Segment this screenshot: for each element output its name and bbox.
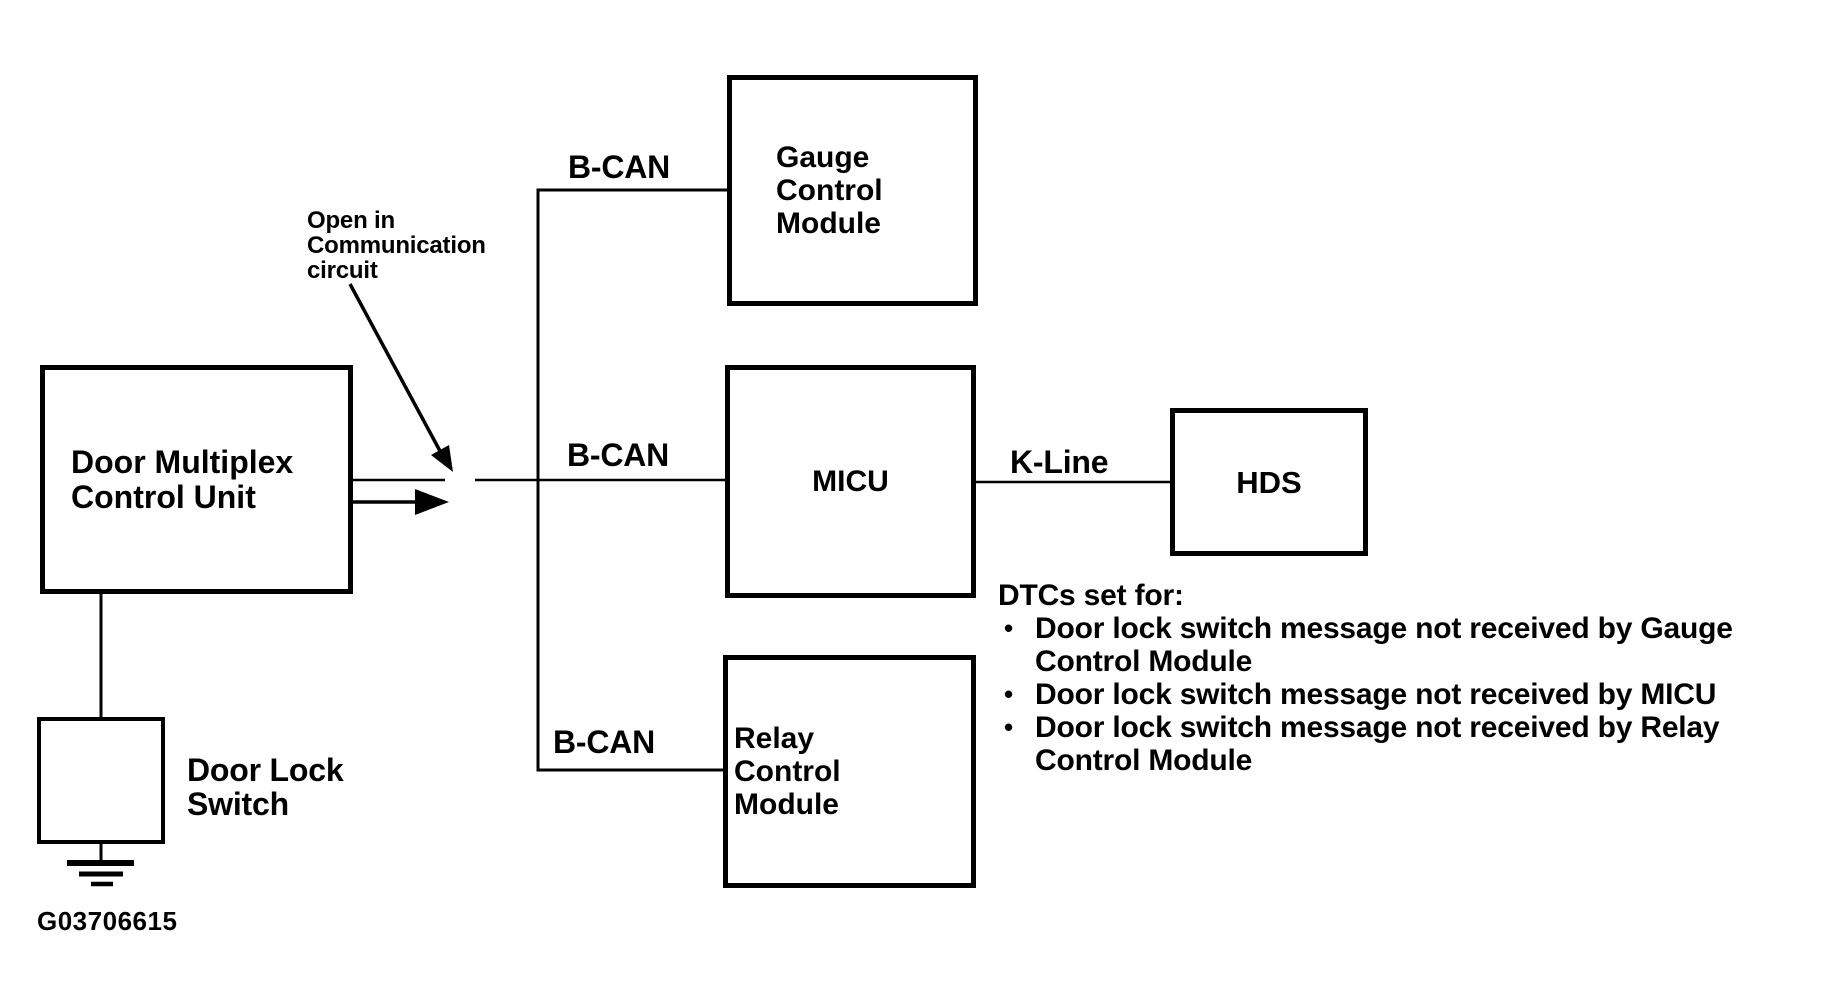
dtc-item-text: Door lock switch message not received by… — [1035, 678, 1716, 711]
door-lock-switch-label: Door Lock Switch — [187, 752, 344, 822]
node-label-line: Control Unit — [71, 478, 256, 515]
bcan-label-gauge: B-CAN — [568, 149, 671, 185]
kline-label: K-Line — [1010, 444, 1109, 480]
dtc-title: DTCs set for: — [998, 579, 1184, 612]
node-hds: HDS — [1170, 408, 1368, 556]
node-label-line: Module — [734, 788, 839, 821]
node-relay-control-module: Relay Control Module — [723, 655, 976, 888]
node-micu: MICU — [725, 365, 976, 598]
open-circuit-annotation: Open in Communication circuit — [307, 208, 486, 283]
bullet-icon: • — [1004, 613, 1013, 643]
node-door-lock-switch — [37, 717, 165, 844]
node-label-line: Gauge — [776, 141, 870, 174]
dtc-item: • Door lock switch message not received … — [998, 678, 1733, 711]
annotation-line: circuit — [307, 257, 378, 284]
dtc-item: • Door lock switch message not received … — [998, 711, 1733, 777]
door-lock-switch-label-line: Door Lock — [187, 752, 344, 788]
node-gauge-control-module: Gauge Control Module — [727, 75, 978, 306]
dtc-item-line: Control Module — [1035, 645, 1253, 678]
dtc-item-line: Door lock switch message not received by… — [1035, 678, 1717, 711]
node-label-line: Door Multiplex — [71, 443, 294, 480]
bullet-icon: • — [1004, 712, 1013, 742]
bcan-label-micu: B-CAN — [567, 437, 670, 473]
node-label-line: Relay — [734, 722, 815, 755]
annotation-line: Communication — [307, 232, 486, 259]
dtc-item-text: Door lock switch message not received by… — [1035, 612, 1733, 678]
bullet-icon: • — [1004, 679, 1013, 709]
node-label-line: MICU — [812, 465, 889, 498]
dtc-item: • Door lock switch message not received … — [998, 612, 1733, 678]
dtc-item-line: Door lock switch message not received by… — [1035, 612, 1733, 645]
output-arrow-head — [415, 489, 449, 515]
dtc-item-line: Door lock switch message not received by… — [1035, 711, 1720, 744]
node-door-multiplex-control-unit: Door Multiplex Control Unit — [40, 365, 353, 594]
dtc-item-line: Control Module — [1035, 744, 1253, 777]
node-label-line: Control — [734, 755, 841, 788]
dtc-item-text: Door lock switch message not received by… — [1035, 711, 1720, 777]
annotation-arrow-head — [431, 445, 453, 472]
ground-icon — [67, 860, 134, 887]
node-label-line: Module — [776, 207, 881, 240]
annotation-arrow-shaft — [348, 283, 442, 452]
bcan-label-relay: B-CAN — [553, 724, 656, 760]
node-label-line: HDS — [1236, 464, 1302, 500]
annotation-line: Open in — [307, 207, 395, 234]
door-lock-switch-label-line: Switch — [187, 786, 289, 822]
node-label-line: Control — [776, 174, 883, 207]
dtc-note: DTCs set for: • Door lock switch message… — [998, 579, 1733, 777]
figure-id: G03706615 — [37, 906, 178, 936]
